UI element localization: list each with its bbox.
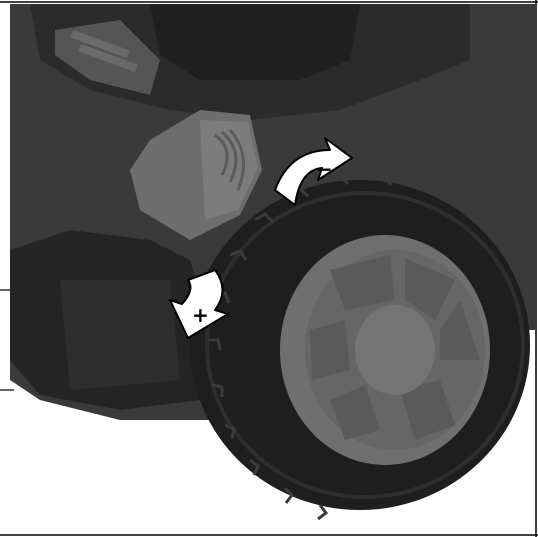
minus-symbol-icon: − — [316, 157, 333, 181]
latch-ridge — [78, 43, 138, 73]
plus-symbol-icon: + — [192, 303, 209, 327]
lever-face — [200, 120, 258, 220]
latch-ridge — [70, 29, 130, 59]
tyre-tread-line — [205, 191, 525, 499]
wheel-hub — [355, 305, 435, 395]
bumper-panel — [60, 280, 180, 390]
rotate-arrow-icon — [274, 137, 353, 206]
lever-grip-ridges — [214, 129, 245, 191]
rotate-arrow-icon — [169, 269, 229, 339]
rim-spokes — [310, 255, 480, 440]
motor-hood — [150, 4, 360, 80]
